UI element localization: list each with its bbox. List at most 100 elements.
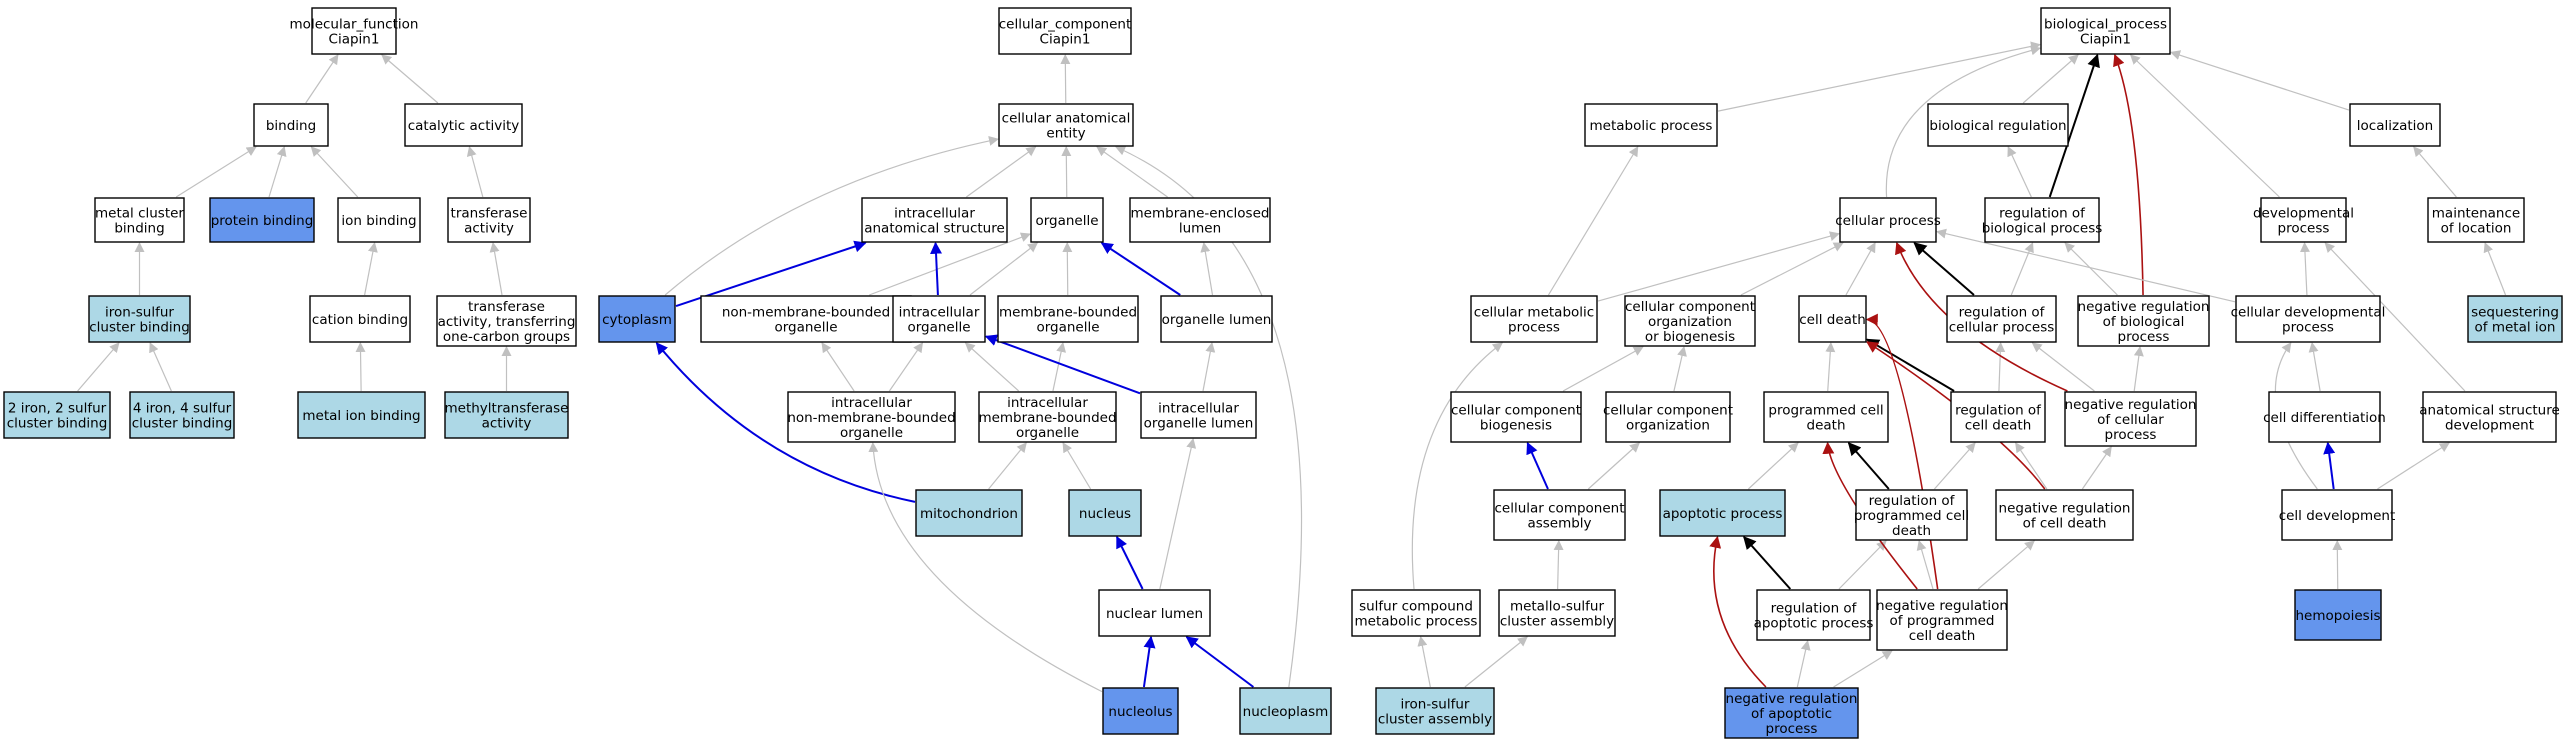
- node-hemopoiesis: hemopoiesis: [2294, 589, 2382, 641]
- node-box-seqmetal: [2467, 295, 2563, 343]
- edge-devproc-to-bp: [2129, 54, 2280, 198]
- node-nucleus: nucleus: [1068, 489, 1142, 537]
- edge-negregap-to-negregpcd: [1833, 650, 1893, 688]
- node-ol: organelle lumen: [1160, 295, 1273, 343]
- node-catalytic: catalytic activity: [404, 103, 523, 147]
- node-box-negregcp: [2064, 391, 2197, 447]
- edge-local-to-bp: [2170, 50, 2350, 111]
- node-label-ccorg-1: organization: [1626, 418, 1710, 434]
- node-label-celldeath-0: cell death: [1799, 312, 1866, 328]
- edge-negregcd-to-regcd: [2015, 442, 2048, 490]
- node-label-imbo-1: membrane-bounded: [978, 410, 1116, 426]
- node-label-negregcp-1: of cellular: [2097, 412, 2164, 428]
- node-label-inmbo-0: intracellular: [831, 395, 912, 411]
- node-box-mf: [311, 7, 397, 55]
- node-box-negregpcd: [1876, 589, 2008, 651]
- edge-regcp-to-regbp: [2010, 242, 2034, 296]
- node-box-celldeath: [1798, 295, 1867, 343]
- node-label-cae-0: cellular anatomical: [1002, 111, 1131, 127]
- edge-ol-to-mel: [1200, 242, 1214, 296]
- node-label-cellproc-0: cellular process: [1835, 213, 1941, 229]
- node-box-mito: [915, 489, 1023, 537]
- node-label-negregpcd-0: negative regulation: [1876, 598, 2008, 614]
- node-label-negregcd-0: negative regulation: [1999, 501, 2131, 517]
- node-box-metalcluster: [94, 197, 185, 243]
- edge-fe2s2-to-fescluster: [77, 342, 120, 392]
- node-label-scmp-0: sulfur compound: [1359, 599, 1473, 615]
- edge-celldev-to-asdev: [2377, 442, 2450, 490]
- node-label-ccassembly-0: cellular component: [1494, 501, 1624, 517]
- node-label-negregap-0: negative regulation: [1726, 691, 1858, 707]
- edge-fesca-to-scmp: [1417, 636, 1431, 688]
- node-label-regbp-0: regulation of: [1999, 206, 2086, 222]
- edge-ccorg-to-ccob: [1673, 346, 1687, 392]
- node-label-negregpcd-2: cell death: [1909, 628, 1976, 644]
- edge-binding-to-mf: [305, 54, 339, 104]
- node-label-ccbio-0: cellular component: [1451, 403, 1581, 419]
- node-label-negregcp-0: negative regulation: [2065, 397, 2197, 413]
- edge-nmbo-to-organelle: [869, 232, 1031, 296]
- node-ionbinding: ion binding: [337, 197, 421, 243]
- edge-negregcp-to-regcp: [2031, 342, 2095, 392]
- node-box-mbo: [997, 295, 1139, 343]
- node-metab: metabolic process: [1584, 103, 1718, 147]
- node-label-pcd-1: death: [1807, 418, 1846, 434]
- edge-ccbio-to-ccob: [1562, 346, 1644, 392]
- node-proteinbinding: protein binding: [209, 197, 315, 243]
- edge-regap-to-apoptotic: [1743, 536, 1792, 590]
- node-box-methyltransferase: [444, 391, 569, 439]
- node-celldeath: cell death: [1798, 295, 1867, 343]
- edge-imbo-to-mbo: [1052, 342, 1067, 392]
- node-label-msca-0: metallo-sulfur: [1510, 599, 1605, 615]
- node-box-mainloc: [2427, 197, 2525, 243]
- node-label-celldevproc-0: cellular developmental: [2231, 305, 2386, 321]
- node-box-mel: [1129, 197, 1271, 243]
- node-label-methyltransferase-1: activity: [482, 416, 532, 432]
- edge-mel-to-cae: [1096, 146, 1168, 198]
- node-label-nucleoplasm-0: nucleoplasm: [1243, 704, 1329, 720]
- node-cationbinding: cation binding: [309, 295, 411, 343]
- edge-seqmetal-to-mainloc: [2483, 242, 2507, 296]
- edge-regap-to-regpcd: [1838, 540, 1887, 590]
- node-label-metalcluster-1: binding: [114, 221, 164, 237]
- node-box-ccorg: [1605, 391, 1731, 443]
- node-label-ccbio-1: biogenesis: [1480, 418, 1552, 434]
- node-box-msca: [1498, 589, 1616, 637]
- edge-apoptotic-to-pcd: [1747, 442, 1799, 490]
- node-label-ias-1: anatomical structure: [864, 221, 1005, 237]
- node-box-nucleolus: [1102, 687, 1179, 735]
- node-label-metalion-0: metal ion binding: [302, 408, 420, 424]
- edge-regbp-to-bioreg: [2007, 146, 2032, 198]
- node-box-local: [2349, 103, 2441, 147]
- node-bioreg: biological regulation: [1927, 103, 2069, 147]
- node-label-ionbinding-0: ion binding: [341, 213, 416, 229]
- node-box-transferase: [447, 197, 531, 243]
- edge-negregbp-to-bp: [2113, 53, 2144, 296]
- node-box-cc: [998, 7, 1132, 55]
- edge-transferase-to-catalytic: [466, 146, 484, 198]
- node-label-fe2s2-0: 2 iron, 2 sulfur: [8, 401, 107, 417]
- edge-nucleoplasm-to-nl: [1185, 636, 1255, 688]
- node-box-cae: [998, 103, 1134, 147]
- node-label-mbo-0: membrane-bounded: [999, 305, 1137, 321]
- node-label-cationbinding-0: cation binding: [312, 312, 408, 328]
- edge-negregcp-to-negregbp: [2133, 346, 2144, 392]
- node-label-io-1: organelle: [907, 320, 970, 336]
- node-box-bp: [2040, 7, 2171, 55]
- node-box-metab: [1584, 103, 1718, 147]
- node-celldiff: cell differentiation: [2263, 391, 2386, 443]
